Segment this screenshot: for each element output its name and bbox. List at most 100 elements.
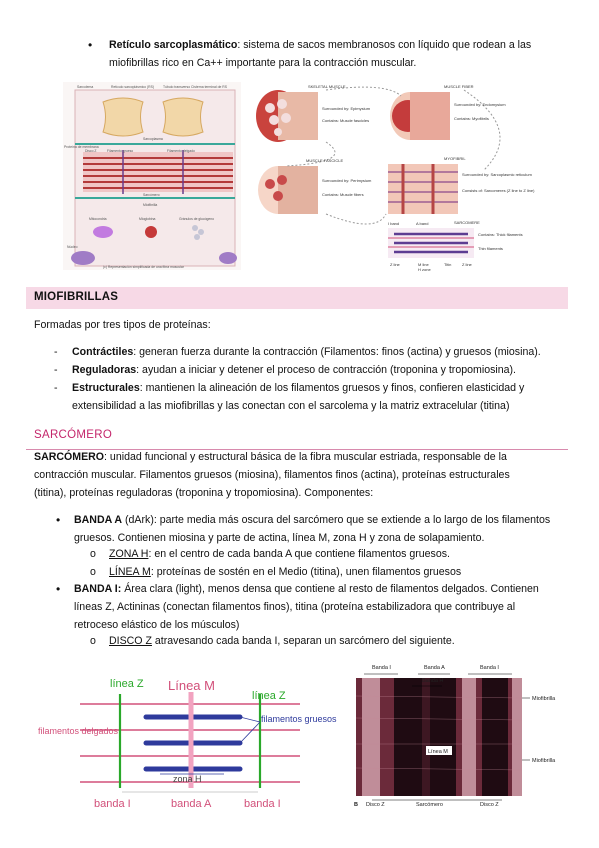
fig1-label-proteina: Proteína de membrana [64, 145, 99, 149]
muscle-hierarchy-diagram: SKELETAL MUSCLE Surrounded by: Epimysium… [248, 80, 540, 272]
fig2-label-zline-2: Z line [462, 262, 473, 267]
section-title-miofibrillas: MIOFIBRILLAS [34, 291, 119, 303]
label-filamentos-delgados: filamentos delgados [38, 726, 119, 736]
micro-label-disco-z-left: Disco Z [366, 802, 385, 808]
fig2-label-fascicle: MUSCLE FASCICLE [306, 158, 343, 163]
fig2-label-endomysium: Surrounded by: Endomysium [454, 102, 506, 107]
fig1-label-miofibrilla: Miofibrilla [143, 203, 157, 207]
micro-label-banda-i-right: Banda I [480, 665, 499, 671]
fig1-label-filamento-delgado: Filamento delgado [167, 149, 195, 153]
micro-label-linea-m: Línea M [428, 749, 448, 755]
term-estructurales: Estructurales [72, 382, 140, 394]
micro-label-sarcomero: Sarcómero [416, 802, 443, 808]
sub-bullet: o [90, 566, 96, 578]
linea-m-text: : proteínas de sostén en el Medio (titin… [150, 566, 462, 578]
fig1-label-sarcolema: Sarcolema [77, 85, 93, 89]
micro-label-panel: B [354, 802, 358, 808]
label-filamentos-gruesos: filamentos gruesos [261, 714, 337, 724]
label-zona-h: zona H [173, 774, 202, 784]
dash: - [54, 382, 58, 394]
list-item-contractiles: Contráctiles: generan fuerza durante la … [72, 343, 566, 361]
fig1-label-filamento-grueso: Filamento grueso [107, 149, 133, 153]
banda-i-text-3: retroceso elástico de los músculos) [74, 619, 240, 631]
zona-h-text: : en el centro de cada banda A que conti… [148, 548, 450, 560]
sarcomero-def-1: : unidad funcional y estructural básica … [104, 451, 507, 463]
label-linea-z-left: línea Z [110, 678, 144, 690]
sarcomere-schematic: línea Z Línea M línea Z filamentos grues… [38, 676, 338, 812]
fig1-label-sarcoplasma: Sarcoplasma [143, 137, 163, 141]
fig2-label-fibers: Contains: Muscle fibers [322, 192, 364, 197]
section-title-sarcomero: SARCÓMERO [34, 429, 113, 441]
disco-z-text: atravesando cada banda I, separan un sar… [151, 635, 455, 647]
bullet-dot: • [56, 582, 61, 596]
fig2-label-sarcomeres: Consists of: Sarcomeres (Z line to Z lin… [462, 188, 535, 193]
text-estructurales: : mantienen la alineación de los filamen… [139, 382, 525, 394]
micro-label-banda-h: Banda H [422, 678, 443, 684]
muscle-fiber-diagram: Sarcolema Retículo sarcoplásmico (RS) Tú… [63, 82, 241, 270]
linea-m-item: LÍNEA M: proteínas de sostén en el Medio… [109, 563, 461, 581]
reticulo-term: Retículo sarcoplasmático [109, 39, 238, 51]
reticulo-text-2: miofibrillas rico en Ca++ importante par… [109, 57, 417, 69]
fig2-label-zline: Z line [390, 262, 401, 267]
miofibrillas-intro: Formadas por tres tipos de proteínas: [34, 319, 211, 331]
fig1-label-glucogeno: Gránulos de glucógeno [179, 217, 214, 221]
banda-a-paragraph: BANDA A (dArk): parte media más oscura d… [74, 511, 566, 547]
dash: - [54, 346, 58, 358]
section-header-miofibrillas: MIOFIBRILLAS [26, 287, 568, 309]
fig2-label-titin: Titin [444, 262, 451, 267]
banda-a-text-2: gruesos. Contienen miosina y parte de ac… [74, 532, 485, 544]
section-divider [26, 449, 568, 450]
fig2-label-hzone: H zone [418, 267, 431, 272]
term-contractiles: Contráctiles [72, 346, 134, 358]
fig2-label-iband: I band [388, 221, 399, 226]
text-contractiles: : generan fuerza durante la contracción … [133, 346, 541, 358]
label-linea-m: Línea M [168, 678, 215, 693]
list-item-reguladoras: Reguladoras: ayudan a iniciar y detener … [72, 361, 566, 379]
fig2-label-thin: Thin filaments [478, 246, 503, 251]
fig2-label-fiber: MUSCLE FIBER [444, 84, 474, 89]
text-estructurales-2: extensibilidad a las miofibrillas y las … [72, 400, 510, 412]
fig2-label-thick: Contains: Thick filaments [478, 232, 523, 237]
zona-h-term: ZONA H [109, 548, 149, 560]
fig1-label-tubulo: Túbulo transverso [163, 85, 190, 89]
micro-label-miofibrilla-1: Miofibrilla [532, 696, 556, 702]
fig2-label-sarcomere: SARCOMERE [454, 220, 480, 225]
banda-i-text: Área clara (light), menos densa que cont… [121, 583, 539, 595]
fig1-label-mitocondria: Mitocondria [89, 217, 107, 221]
sarcomero-def-2: contracción muscular. Filamentos gruesos… [34, 469, 510, 481]
fig2-label-mline: M line [418, 262, 429, 267]
text-reguladoras: : ayudan a iniciar y detener el proceso … [136, 364, 516, 376]
sarcomero-def-3: (titina), proteínas reguladoras (troponi… [34, 487, 374, 499]
disco-z-term: DISCO Z [109, 635, 152, 647]
sub-bullet: o [90, 548, 96, 560]
fig1-label-disco-z: Disco Z [85, 149, 97, 153]
micro-label-disco-z-right: Disco Z [480, 802, 499, 808]
disco-z-item: DISCO Z atravesando cada banda I, separa… [109, 632, 455, 650]
fig2-label-myofibril: MYOFIBRIL [444, 156, 466, 161]
fig2-label-perimysium: Surrounded by: Perimysium [322, 178, 372, 183]
term-reguladoras: Reguladoras [72, 364, 137, 376]
fig2-label-aband: A band [416, 221, 428, 226]
sub-bullet: o [90, 635, 96, 647]
fig1-label-nucleo: Núcleo [67, 245, 78, 249]
micro-label-banda-i-left: Banda I [372, 665, 391, 671]
sarcomere-micrograph: Banda I Banda A Banda I Banda H Línea M … [352, 660, 562, 808]
banda-i-paragraph: BANDA I: Área clara (light), menos densa… [74, 580, 566, 634]
sarcomero-definition: SARCÓMERO: unidad funcional y estructura… [34, 448, 566, 502]
fig2-label-myofibrils: Contains: Myofibrils [454, 116, 489, 121]
sarcomero-def-term: SARCÓMERO [34, 451, 105, 463]
label-banda-a: banda A [171, 798, 212, 810]
zona-h-item: ZONA H: en el centro de cada banda A que… [109, 545, 450, 563]
fig2-label-epimysium: Surrounded by: Epimysium [322, 106, 371, 111]
banda-i-term: BANDA I: [74, 583, 122, 595]
fig1-label-sarcomero: Sarcómero [143, 193, 160, 197]
label-linea-z-right: línea Z [252, 690, 286, 702]
fig2-label-fascicles: Contains: Muscle fascicles [322, 118, 369, 123]
micro-label-miofibrilla-2: Miofibrilla [532, 758, 556, 764]
banda-i-text-2: líneas Z, Actininas (conectan filamentos… [74, 601, 516, 613]
bullet-dot: • [88, 38, 93, 52]
banda-a-text: (dArk): parte media más oscura del sarcó… [122, 514, 551, 526]
fig1-caption: (c) Representación simplificada de una f… [103, 265, 185, 269]
fig1-label-cisterna: Cisterna terminal de RS [191, 85, 228, 89]
reticulo-text: : sistema de sacos membranosos con líqui… [237, 39, 532, 51]
